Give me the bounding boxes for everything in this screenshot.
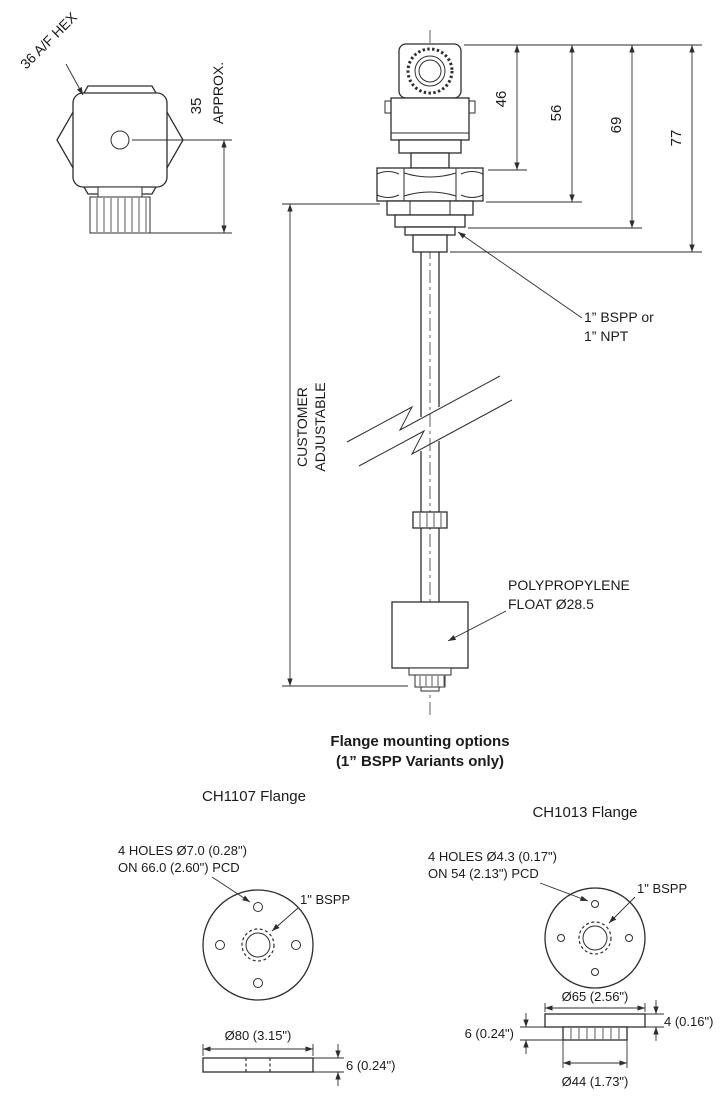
ch1107-thread-leader [271, 907, 299, 932]
ch1013-thread-leader [608, 896, 636, 924]
hex-end-view: 36 A/F HEX 35 APPROX. [17, 8, 232, 234]
ch1107-front-view [202, 889, 314, 1001]
ch1013-outer-dia-label: Ø65 (2.56") [562, 989, 629, 1004]
flange-ch1107: CH1107 Flange 4 HOLES Ø7.0 (0.28") ON 66… [118, 788, 395, 1086]
thread-size-label-line1: 1” BSPP or [584, 309, 654, 325]
dim-77-label: 77 [668, 130, 685, 147]
hex-label-leader [65, 63, 84, 96]
dim-approx-label: APPROX. [210, 62, 226, 124]
break-symbol [346, 375, 513, 467]
ch1013-boss-dia-dim: Ø44 (1.73") [562, 1040, 629, 1089]
connector-ribs [96, 198, 147, 232]
ch1107-thickness-label: 6 (0.24") [346, 1058, 395, 1073]
ch1013-holes-note-line2: ON 54 (2.13") PCD [428, 866, 539, 881]
center-hole [110, 130, 130, 150]
flange-options-title-line2: (1” BSPP Variants only) [336, 753, 504, 770]
flange-options-title: Flange mounting options (1” BSPP Variant… [330, 733, 509, 770]
ch1107-side-view [202, 1057, 314, 1073]
ch1107-thread-label: 1" BSPP [300, 892, 350, 907]
ch1013-side-view [544, 1013, 646, 1041]
ch1107-holes-leader [211, 876, 251, 903]
dim-35-label: 35 [188, 98, 205, 115]
flange-ch1013: CH1013 Flange 4 HOLES Ø4.3 (0.17") ON 54… [428, 804, 713, 1089]
cable-gland [398, 43, 462, 99]
dim-56-label: 56 [548, 105, 565, 122]
washer-step [404, 226, 456, 236]
thread-size-label-line2: 1” NPT [584, 328, 629, 344]
ch1013-plate-thickness-label: 4 (0.16") [664, 1014, 713, 1029]
ch1013-thread-label: 1" BSPP [637, 881, 687, 896]
adjustable-label: ADJUSTABLE [312, 382, 328, 471]
connector-body [384, 97, 476, 169]
ch1013-plate-thickness-dim: 4 (0.16") [645, 1000, 713, 1041]
ch1013-holes-leader [539, 882, 589, 902]
ch1107-outer-dia-label: Ø80 (3.15") [225, 1028, 292, 1043]
dim-69-label: 69 [608, 117, 625, 134]
ch1013-boss-dia-label: Ø44 (1.73") [562, 1074, 629, 1089]
ch1013-outer-dia-dim: Ø65 (2.56") [544, 989, 646, 1012]
dim-35: 35 APPROX. [132, 62, 232, 234]
stem-clip [412, 511, 448, 529]
customer-adjustable-dim: CUSTOMER ADJUSTABLE [282, 203, 408, 687]
right-dimensions: 46 56 69 77 [450, 44, 702, 253]
thread-collar [412, 234, 448, 253]
flange-options-title-line1: Flange mounting options [330, 733, 509, 750]
thread-leader-line [457, 231, 583, 319]
float-body [391, 601, 469, 669]
hex-nut [376, 167, 484, 202]
ch1013-title: CH1013 Flange [532, 804, 637, 821]
customer-label: CUSTOMER [294, 387, 310, 467]
float-material-label-line2: FLOAT Ø28.5 [508, 596, 594, 612]
float-leader-line [447, 610, 507, 642]
ch1013-boss-thickness-dim: 6 (0.24") [465, 1013, 563, 1054]
float-material-label-line1: POLYPROPYLENE [508, 577, 630, 593]
ch1107-title: CH1107 Flange [202, 788, 306, 805]
ch1107-outer-dia-dim: Ø80 (3.15") [202, 1028, 314, 1056]
dim-46-label: 46 [493, 91, 510, 108]
washer [394, 214, 466, 228]
lock-nut [386, 200, 474, 216]
ch1013-boss-thickness-label: 6 (0.24") [465, 1026, 514, 1041]
ch1013-front-view [544, 887, 646, 989]
connector-neck [89, 186, 151, 234]
ch1107-holes-note-line1: 4 HOLES Ø7.0 (0.28") [118, 843, 247, 858]
hex-af-label: 36 A/F HEX [17, 8, 81, 72]
ch1107-thickness-dim: 6 (0.24") [313, 1044, 395, 1086]
ch1013-holes-note-line1: 4 HOLES Ø4.3 (0.17") [428, 849, 557, 864]
float-material-callout: POLYPROPYLENE FLOAT Ø28.5 [447, 577, 630, 642]
ch1107-holes-note-line2: ON 66.0 (2.60") PCD [118, 860, 240, 875]
thread-size-callout: 1” BSPP or 1” NPT [457, 231, 654, 344]
float-retainer [408, 667, 452, 692]
float-switch-assembly [346, 30, 513, 718]
